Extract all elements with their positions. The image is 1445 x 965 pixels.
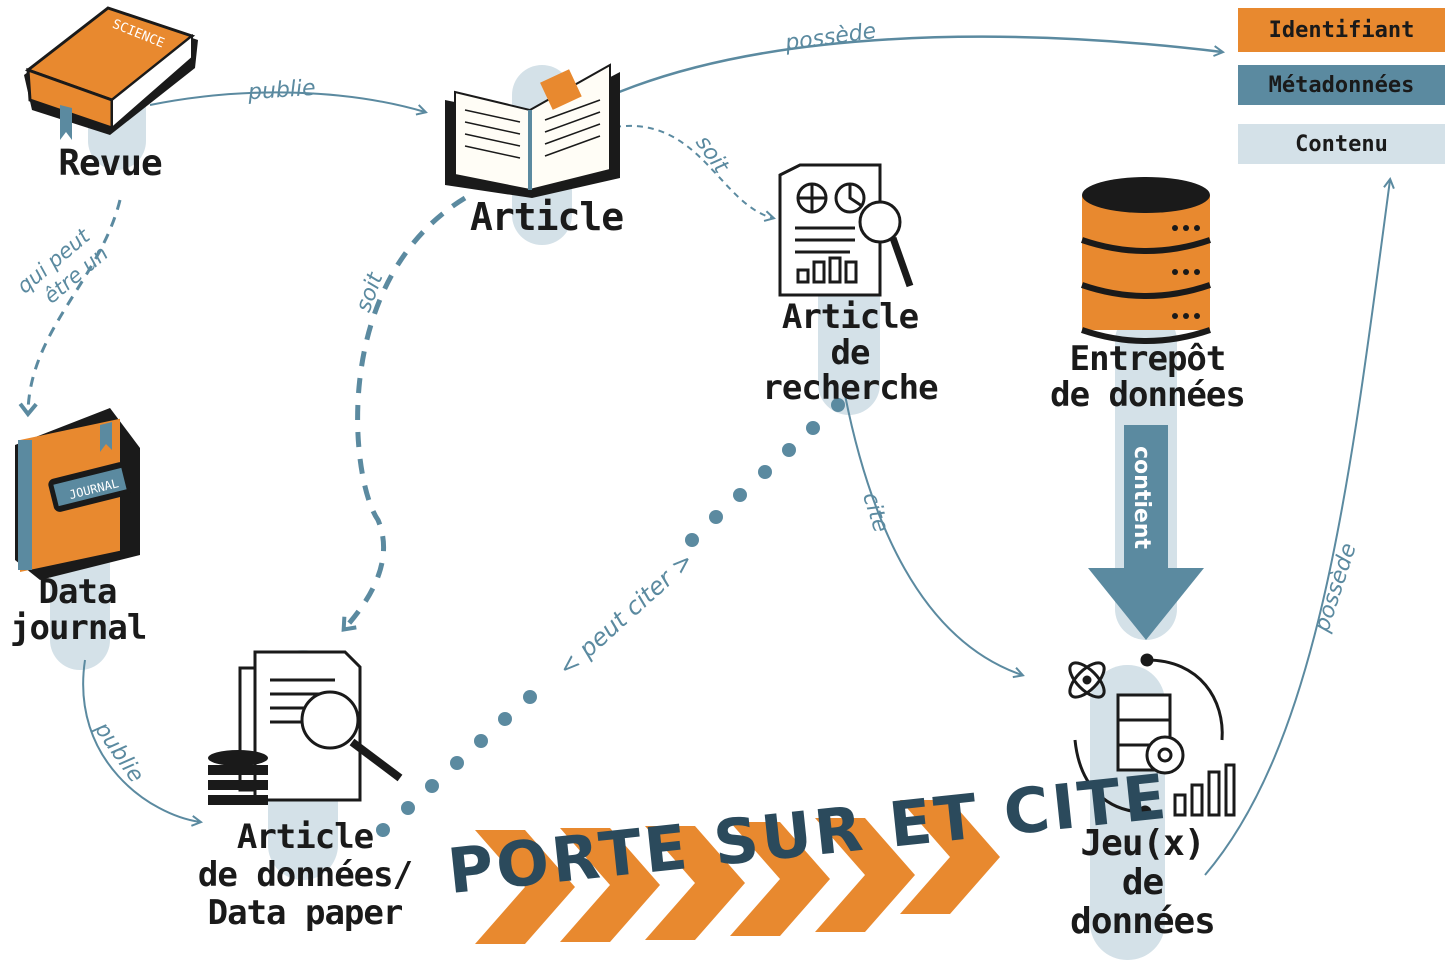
edge-jeux-possede-contenu (1204, 176, 1395, 876)
node-data-journal: Data journal (10, 572, 147, 648)
edge-article-soit-recherche (614, 124, 776, 222)
legend-metadonnees: Métadonnées (1268, 72, 1415, 98)
edge-recherche-cite-jeux (844, 394, 1025, 679)
legend-bar-metadonnees-bg (1238, 65, 1445, 105)
legend-bar-identifiant-bg (1238, 8, 1445, 52)
node-article-donnees-line3: Data paper (207, 893, 404, 934)
node-entrepot: Entrepôt de données (1050, 339, 1246, 415)
edge-article-soit-donnees (341, 195, 467, 632)
edge-revue-dataJournal (18, 199, 122, 418)
dataset-icon (1068, 653, 1236, 819)
node-article-recherche-line1: Article (781, 297, 919, 337)
legend-contenu: Contenu (1295, 131, 1388, 157)
database-icon (1081, 177, 1211, 344)
node-entrepot-line2: de données (1050, 374, 1246, 415)
node-data-journal-line2: journal (10, 607, 147, 648)
revue-book-icon: SCIENCE (24, 6, 198, 140)
contient-arrow (1088, 425, 1204, 640)
node-entrepot-line1: Entrepôt (1069, 339, 1227, 379)
research-article-icon (778, 163, 914, 297)
node-data-journal-line1: Data (38, 572, 118, 612)
node-jeux: Jeu(x) de données (1060, 823, 1225, 942)
node-jeux-line2: de (1121, 861, 1164, 903)
edge-revue-publie-article (149, 91, 428, 116)
node-article-recherche: Article de recherche (740, 297, 960, 409)
node-revue: Revue (58, 143, 162, 184)
legend-identifiant: Identifiant (1268, 17, 1415, 43)
article-open-book-icon (445, 63, 620, 198)
node-article-donnees: Article de données/ Data paper (195, 818, 415, 932)
edge-peut-citer-dots (376, 398, 845, 837)
edge-article-possede-identifiant (604, 35, 1226, 100)
node-article: Article (470, 195, 624, 239)
node-jeux-line3: données (1070, 900, 1216, 942)
chevrons-banner (475, 800, 1000, 944)
legend-bar-contenu-bg (1238, 124, 1445, 164)
edge-label-publie-top: publie (247, 75, 317, 106)
node-article-recherche-line2: de recherche (762, 332, 938, 409)
node-article-donnees-line2: de données/ (197, 855, 413, 896)
node-jeux-line1: Jeu(x) (1080, 823, 1205, 864)
edge-dataJournal-publie-donnees (82, 659, 204, 827)
data-journal-book-icon: JOURNAL (15, 408, 140, 580)
node-article-donnees-line1: Article (236, 817, 374, 857)
edge-label-contient: contient (1128, 446, 1154, 549)
data-paper-icon (208, 650, 403, 805)
